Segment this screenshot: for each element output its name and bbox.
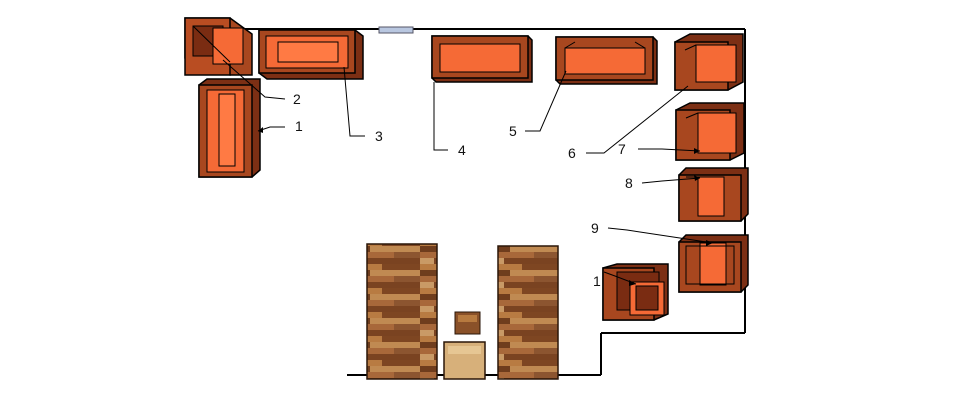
label-2: 2 bbox=[293, 91, 301, 107]
label-4: 4 bbox=[458, 142, 466, 158]
crate-2 bbox=[184, 17, 253, 76]
label-9: 9 bbox=[591, 220, 599, 236]
crate-8 bbox=[678, 167, 749, 222]
pale-box bbox=[443, 341, 486, 380]
window bbox=[378, 26, 414, 34]
small-wood-box bbox=[454, 311, 481, 335]
crate-3 bbox=[258, 29, 364, 80]
leader-8 bbox=[641, 177, 701, 184]
crate-10 bbox=[602, 263, 669, 321]
leader-2 bbox=[222, 59, 286, 100]
crate-6 bbox=[674, 33, 744, 91]
crate-4 bbox=[431, 35, 533, 83]
label-7: 7 bbox=[618, 141, 626, 157]
leader-lines bbox=[222, 59, 714, 285]
leader-4 bbox=[433, 82, 448, 151]
leader-9 bbox=[607, 227, 714, 244]
leader-5 bbox=[525, 70, 567, 132]
leader-6 bbox=[586, 85, 689, 154]
wood-pallet-right bbox=[497, 245, 559, 380]
label-3: 3 bbox=[375, 128, 383, 144]
leader-7 bbox=[638, 148, 701, 152]
wood-pallet-left bbox=[366, 243, 438, 380]
crate-5 bbox=[555, 36, 658, 85]
label-6: 6 bbox=[568, 145, 576, 161]
label-8: 8 bbox=[625, 175, 633, 191]
crate-7 bbox=[675, 102, 745, 161]
crate-9 bbox=[678, 234, 749, 293]
label-10: 1 bbox=[593, 273, 601, 289]
leader-3 bbox=[343, 66, 365, 137]
crate-1 bbox=[198, 78, 261, 178]
label-1: 1 bbox=[295, 118, 303, 134]
arrowheads bbox=[258, 127, 713, 286]
label-5: 5 bbox=[509, 123, 517, 139]
